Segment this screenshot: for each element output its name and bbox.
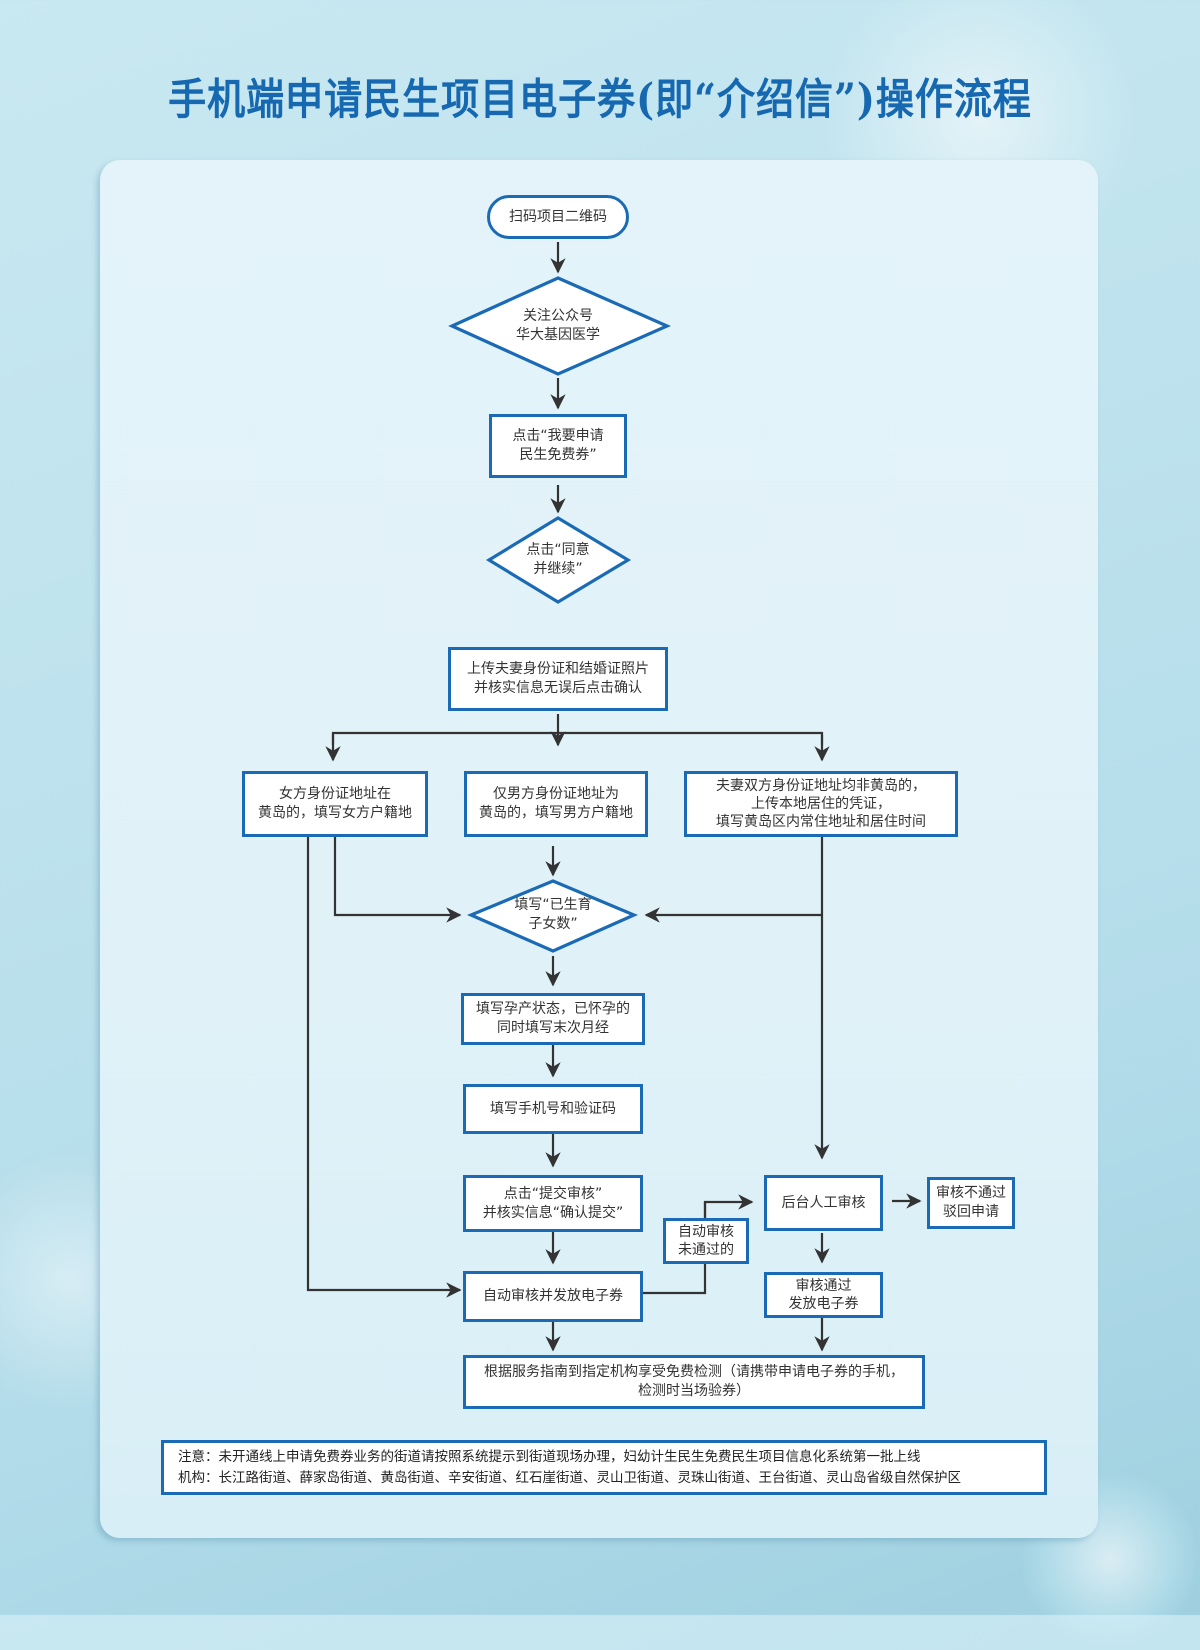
node-pregnancy-line: 同时填写末次月经 xyxy=(497,1020,609,1036)
diamond-children xyxy=(466,879,639,953)
node-auto-failed-line: 自动审核 xyxy=(678,1224,734,1240)
node-male-line: 仅男方身份证地址为 xyxy=(493,786,619,802)
node-approved-line: 发放电子券 xyxy=(788,1296,859,1312)
node-children-line: 子女数” xyxy=(528,916,578,932)
node-auto-issue-text: 自动审核并发放电子券 xyxy=(483,1288,623,1304)
node-auto-failed-line: 未通过的 xyxy=(678,1242,734,1258)
node-exam-line: 根据服务指南到指定机构享受免费检测（请携带申请电子券的手机， xyxy=(484,1364,904,1380)
node-male-line: 黄岛的，填写男方户籍地 xyxy=(479,805,633,821)
notice-line: 注意：未开通线上申请免费券业务的街道请按照系统提示到街道现场办理，妇幼计生民生免… xyxy=(178,1449,921,1465)
flowchart-connectors xyxy=(306,242,922,1352)
node-neither-line: 填写黄岛区内常住地址和居住时间 xyxy=(716,814,926,830)
node-female: 女方身份证地址在 黄岛的，填写女方户籍地 xyxy=(242,771,428,837)
node-neither-line: 夫妻双方身份证地址均非黄岛的， xyxy=(716,778,926,794)
diamond-agree xyxy=(485,516,632,604)
node-submit: 点击“提交审核” 并核实信息“确认提交” xyxy=(463,1175,643,1232)
node-start: 扫码项目二维码 xyxy=(487,195,629,239)
node-neither-line: 上传本地居住的凭证， xyxy=(751,796,891,812)
node-agree: 点击“同意 并继续” xyxy=(503,540,613,580)
node-auto-issue: 自动审核并发放电子券 xyxy=(463,1271,643,1322)
node-agree-line: 并继续” xyxy=(533,561,583,577)
node-follow-line: 华大基因医学 xyxy=(516,327,600,343)
node-agree-line: 点击“同意 xyxy=(526,542,590,558)
node-female-line: 女方身份证地址在 xyxy=(279,786,391,802)
node-exam: 根据服务指南到指定机构享受免费检测（请携带申请电子券的手机， 检测时当场验券） xyxy=(463,1355,925,1409)
node-apply-line: 民生免费券” xyxy=(519,447,597,463)
node-start-text: 扫码项目二维码 xyxy=(509,208,607,225)
node-exam-line: 检测时当场验券） xyxy=(638,1383,750,1399)
node-manual: 后台人工审核 xyxy=(764,1175,883,1231)
node-phone: 填写手机号和验证码 xyxy=(463,1084,643,1134)
edge-upload-branches xyxy=(331,731,824,745)
node-neither: 夫妻双方身份证地址均非黄岛的， 上传本地居住的凭证， 填写黄岛区内常住地址和居住… xyxy=(684,771,958,837)
node-rejected-line: 驳回申请 xyxy=(943,1204,999,1220)
node-upload-line: 上传夫妻身份证和结婚证照片 xyxy=(467,661,649,677)
node-apply-line: 点击“我要申请 xyxy=(512,428,604,444)
node-male: 仅男方身份证地址为 黄岛的，填写男方户籍地 xyxy=(464,771,648,837)
page-title: 手机端申请民生项目电子券(即“介绍信”)操作流程 xyxy=(168,73,1032,125)
node-pregnancy-line: 填写孕产状态，已怀孕的 xyxy=(476,1001,630,1017)
node-pregnancy: 填写孕产状态，已怀孕的 同时填写末次月经 xyxy=(461,993,645,1045)
diamond-follow xyxy=(448,276,671,376)
node-upload-line: 并核实信息无误后点击确认 xyxy=(474,680,642,696)
node-follow-line: 关注公众号 xyxy=(523,308,593,324)
node-submit-line: 点击“提交审核” xyxy=(503,1185,603,1202)
node-female-line: 黄岛的，填写女方户籍地 xyxy=(258,805,412,821)
node-submit-line: 并核实信息“确认提交” xyxy=(482,1204,624,1221)
node-rejected: 审核不通过 驳回申请 xyxy=(927,1177,1015,1229)
node-manual-text: 后台人工审核 xyxy=(781,1194,866,1211)
node-approved-line: 审核通过 xyxy=(795,1278,852,1294)
node-apply: 点击“我要申请 民生免费券” xyxy=(489,414,627,478)
node-phone-text: 填写手机号和验证码 xyxy=(490,1100,616,1117)
node-approved: 审核通过 发放电子券 xyxy=(764,1272,883,1318)
node-children: 填写“已生育 子女数” xyxy=(498,895,608,935)
node-follow: 关注公众号 华大基因医学 xyxy=(488,306,628,346)
node-upload: 上传夫妻身份证和结婚证照片 并核实信息无误后点击确认 xyxy=(448,647,668,711)
node-children-line: 填写“已生育 xyxy=(514,897,592,913)
edge-female-children xyxy=(333,837,462,923)
edge-female-auto-issue xyxy=(306,837,462,1298)
notice-box: 注意：未开通线上申请免费券业务的街道请按照系统提示到街道现场办理，妇幼计生民生免… xyxy=(161,1440,1047,1495)
node-auto-failed-label: 自动审核 未通过的 xyxy=(663,1218,749,1264)
node-rejected-line: 审核不通过 xyxy=(936,1185,1006,1201)
notice-line: 机构：长江路街道、薛家岛街道、黄岛街道、辛安街道、红石崖街道、灵山卫街道、灵珠山… xyxy=(178,1470,961,1486)
